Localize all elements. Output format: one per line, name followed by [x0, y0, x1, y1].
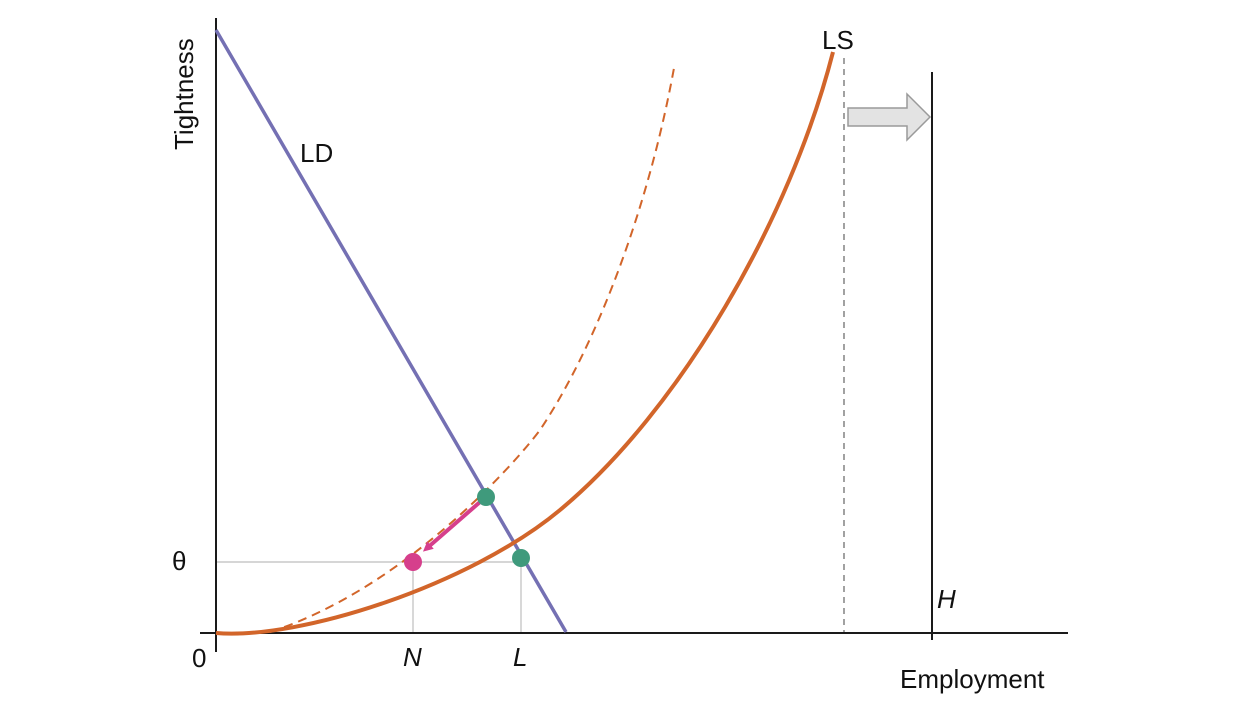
- ld-curve: [214, 29, 568, 633]
- theta-label: θ: [172, 546, 186, 576]
- x-axis-label: Employment: [900, 664, 1045, 694]
- y-axis-label: Tightness: [169, 38, 199, 150]
- h-label: H: [937, 584, 956, 614]
- n-tick-label: N: [403, 642, 422, 672]
- ls-curve: [215, 51, 835, 636]
- origin-label: 0: [192, 643, 206, 673]
- ls-ld-intersection-point: [512, 549, 530, 567]
- shift-arrow: [422, 500, 482, 552]
- ld-label: LD: [300, 138, 333, 168]
- rightward-shift-block-arrow: [847, 92, 932, 142]
- ls-shifted-curve: [269, 67, 675, 633]
- initial-equilibrium-point: [477, 488, 495, 506]
- l-tick-label: L: [513, 642, 527, 672]
- new-employment-point: [404, 553, 422, 571]
- ls-label: LS: [822, 25, 854, 55]
